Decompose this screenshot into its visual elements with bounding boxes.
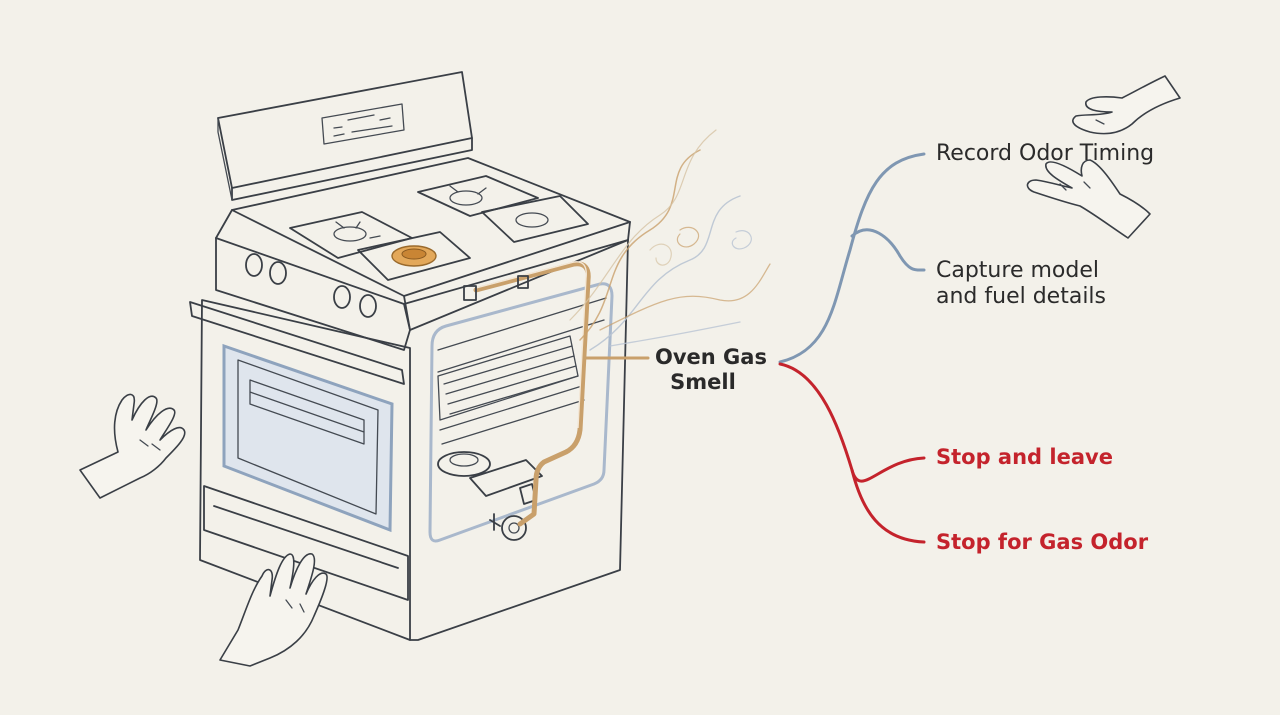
gas-valve xyxy=(489,483,537,541)
branch-capture-model-details: Capture model and fuel details xyxy=(936,258,1106,310)
center-node-line-1: Oven Gas xyxy=(655,345,767,369)
gas-range-icon xyxy=(189,71,631,641)
center-node-label: Oven Gas Smell xyxy=(655,345,767,395)
branch-label-line: and fuel details xyxy=(936,283,1107,309)
branch-line-info-2 xyxy=(850,228,926,272)
gas-odor-wisps-icon xyxy=(569,129,771,351)
connector-lines xyxy=(584,152,926,544)
hand-icon xyxy=(79,75,1181,667)
branch-line-stop-2 xyxy=(850,468,926,544)
branch-line-stop xyxy=(778,362,926,483)
control-knobs xyxy=(245,253,377,318)
branch-stop-for-gas-odor: Stop for Gas Odor xyxy=(936,530,1148,555)
branch-label-line: Stop for Gas Odor xyxy=(936,530,1149,554)
branch-label-line: Stop and leave xyxy=(936,445,1113,469)
burner-grates xyxy=(289,175,589,281)
branch-label-line: Capture model xyxy=(936,258,1099,283)
branch-stop-and-leave: Stop and leave xyxy=(936,445,1113,470)
branch-label-line: Record Odor Timing xyxy=(936,141,1155,166)
branch-line-info xyxy=(778,152,926,364)
center-node-line-2: Smell xyxy=(670,369,736,394)
oven-rack xyxy=(437,335,585,445)
branch-record-odor-timing: Record Odor Timing xyxy=(936,141,1154,167)
